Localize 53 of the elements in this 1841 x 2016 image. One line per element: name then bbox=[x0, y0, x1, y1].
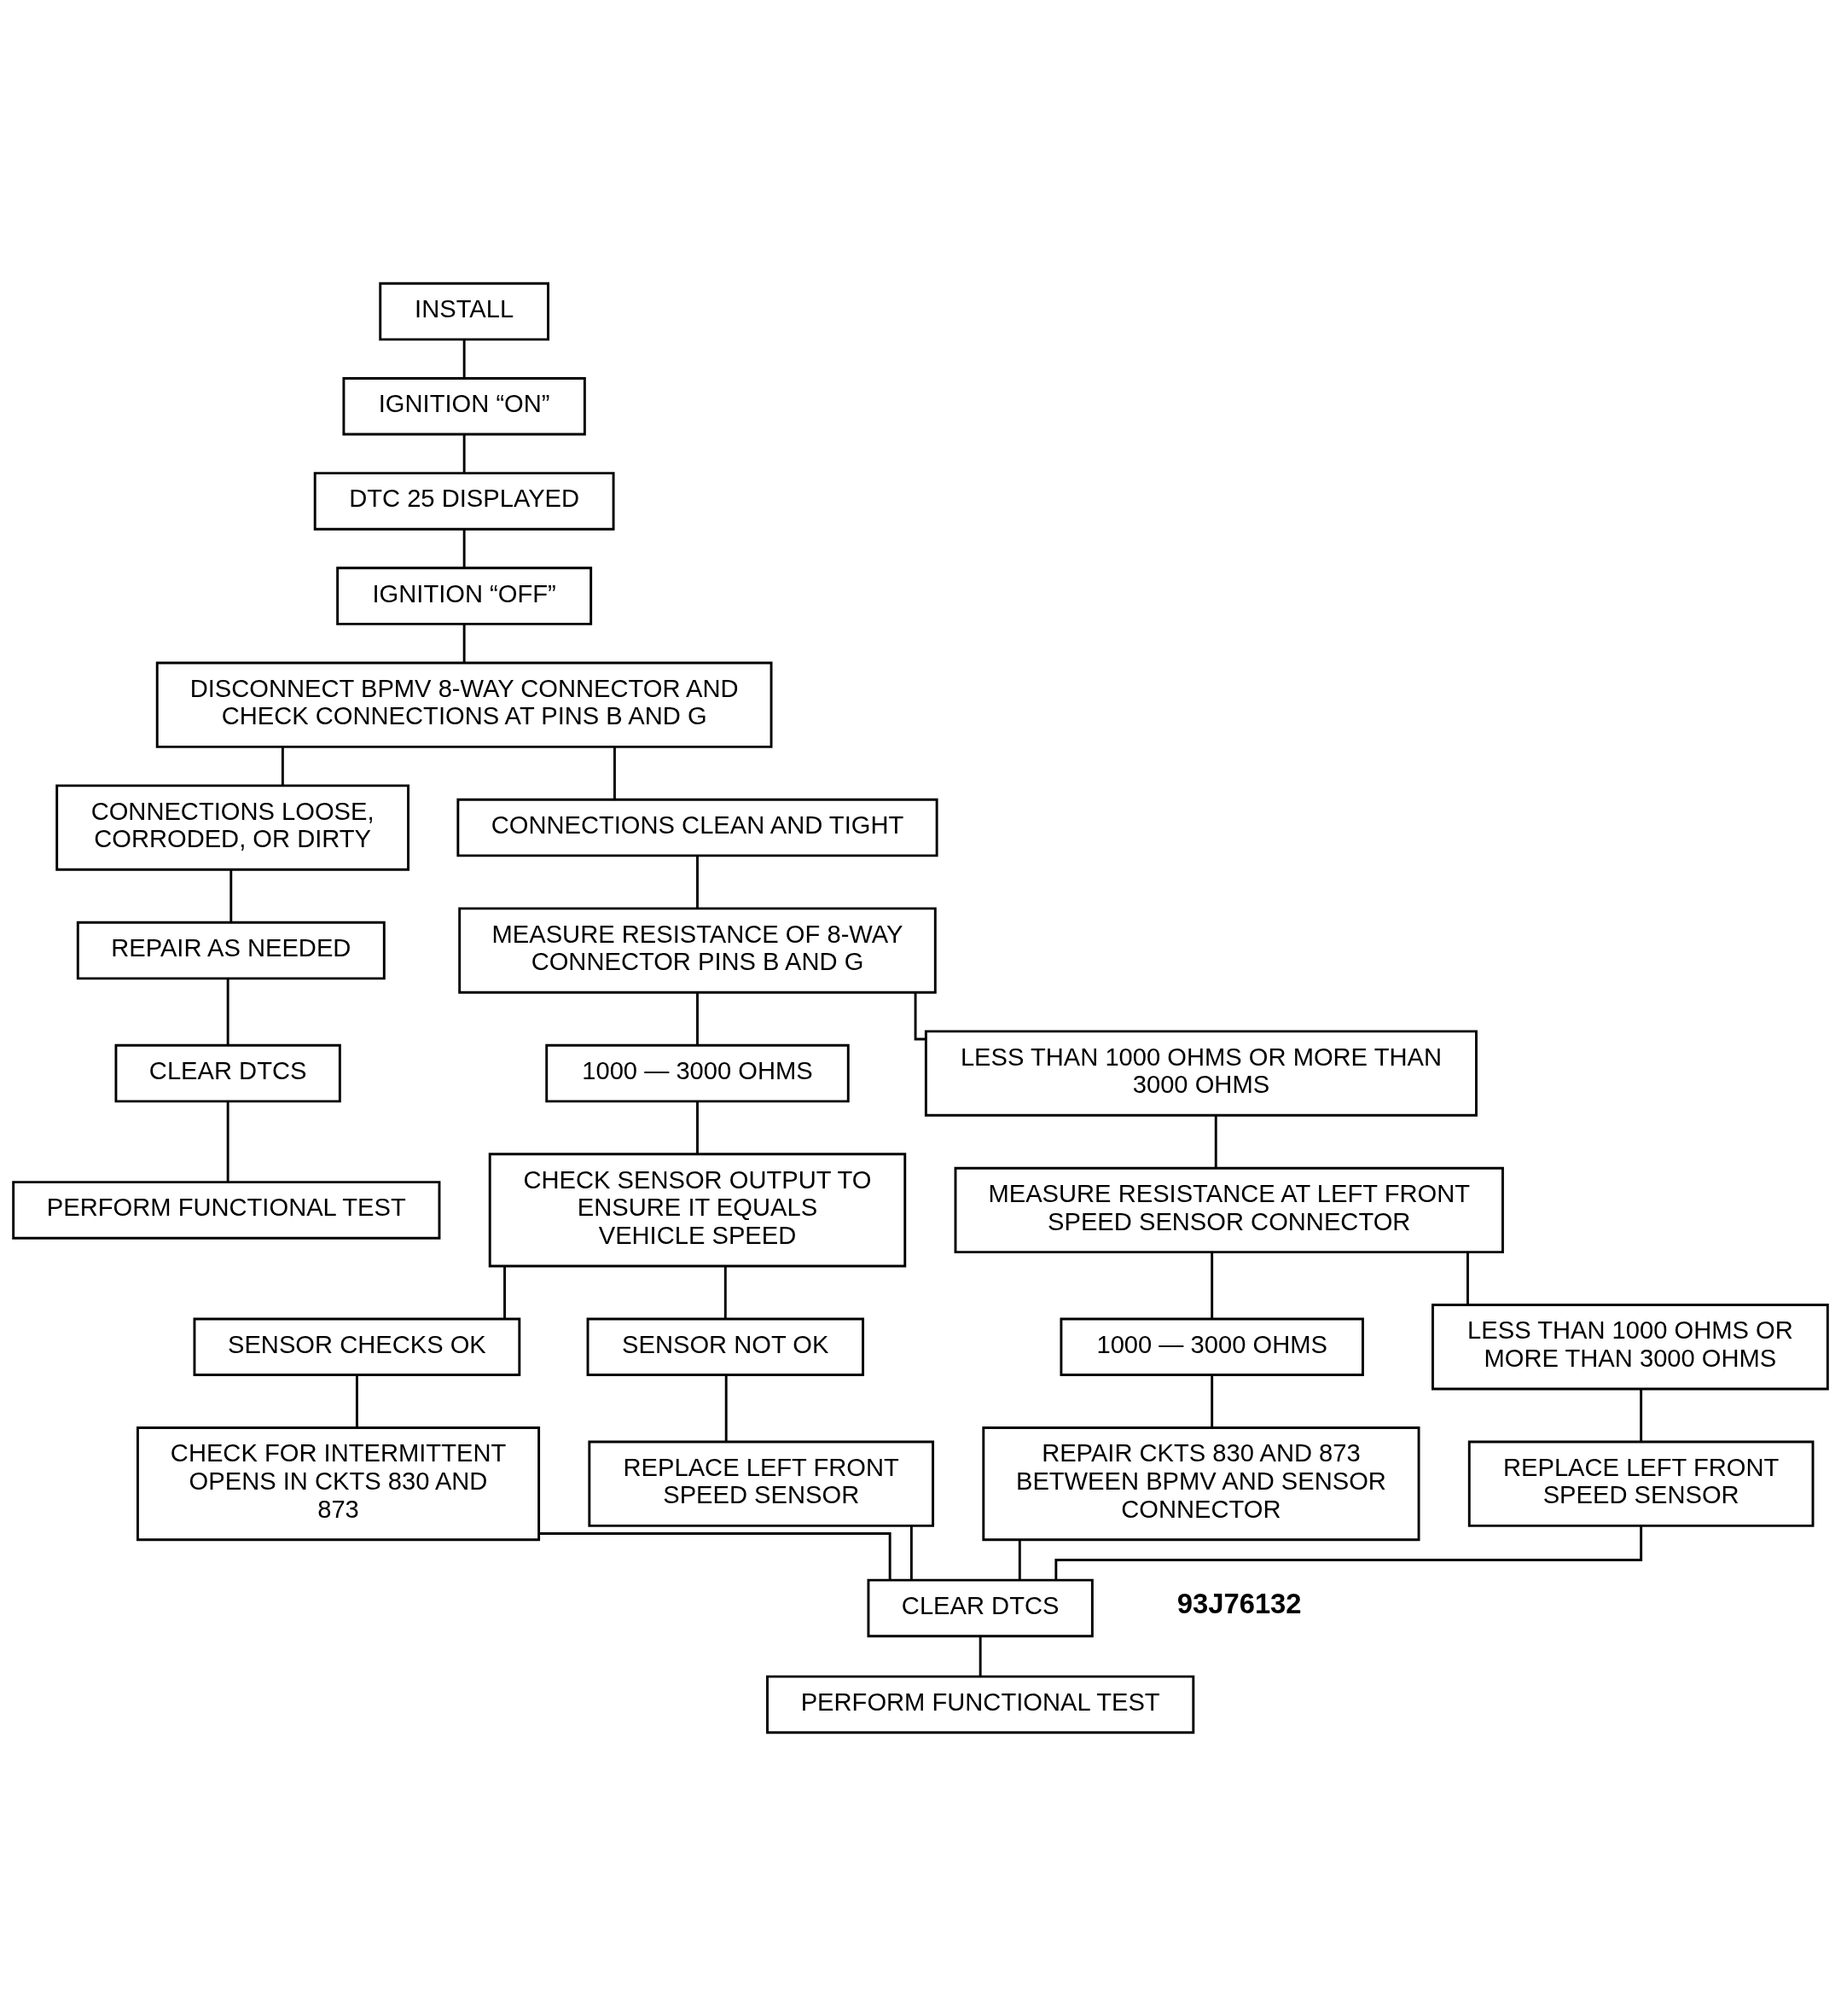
node-box: INSTALL bbox=[379, 282, 549, 341]
node-box: LESS THAN 1000 OHMS OR MORE THAN 3000 OHMS bbox=[1432, 1304, 1829, 1391]
connector bbox=[503, 1266, 506, 1319]
connector bbox=[914, 992, 926, 1041]
connector bbox=[724, 1375, 728, 1442]
connector bbox=[226, 979, 229, 1045]
node-box: LESS THAN 1000 OHMS OR MORE THAN 3000 OHMS bbox=[924, 1030, 1478, 1117]
node-box: IGNITION “ON” bbox=[342, 377, 586, 436]
node-box: CONNECTIONS LOOSE, CORRODED, OR DIRTY bbox=[55, 784, 409, 871]
node-box: CLEAR DTCS bbox=[867, 1578, 1094, 1638]
node-box: 1000 — 3000 OHMS bbox=[545, 1043, 850, 1103]
connector bbox=[696, 1101, 699, 1154]
connector bbox=[1640, 1389, 1643, 1442]
node-box: DTC 25 DISPLAYED bbox=[313, 472, 615, 531]
node-box: PERFORM FUNCTIONAL TEST bbox=[766, 1675, 1195, 1734]
node-box: MEASURE RESISTANCE OF 8-WAY CONNECTOR PINS B AND G bbox=[458, 907, 937, 994]
node-box: MEASURE RESISTANCE AT LEFT FRONT SPEED SENSOR CONNECTOR bbox=[954, 1166, 1504, 1254]
connector bbox=[462, 340, 466, 378]
node-box: REPLACE LEFT FRONT SPEED SENSOR bbox=[1467, 1440, 1815, 1527]
connector bbox=[1054, 1525, 1643, 1581]
node-box: SENSOR CHECKS OK bbox=[193, 1317, 521, 1377]
connector bbox=[909, 1525, 913, 1580]
connector bbox=[462, 624, 466, 663]
connector bbox=[1018, 1540, 1021, 1581]
connector bbox=[979, 1636, 982, 1676]
connector bbox=[355, 1375, 358, 1428]
node-box: PERFORM FUNCTIONAL TEST bbox=[12, 1181, 441, 1240]
connector bbox=[696, 856, 699, 909]
node-box: DISCONNECT BPMV 8-WAY CONNECTOR AND CHECK CONNECTIONS AT PINS B AND G bbox=[155, 661, 773, 748]
node-box: 1000 — 3000 OHMS bbox=[1060, 1317, 1364, 1377]
node-box: CHECK SENSOR OUTPUT TO ENSURE IT EQUALS VEHICLE SPEED bbox=[488, 1153, 907, 1268]
connector bbox=[1214, 1115, 1217, 1169]
connector bbox=[229, 869, 233, 922]
node-box: IGNITION “OFF” bbox=[336, 566, 593, 625]
connector bbox=[1466, 1252, 1469, 1305]
connector bbox=[281, 747, 284, 786]
node-box: REPAIR CKTS 830 AND 873 BETWEEN BPMV AND SENSOR CONNECTOR bbox=[982, 1426, 1420, 1542]
connector bbox=[1211, 1375, 1214, 1428]
connector bbox=[462, 434, 466, 473]
label: 93J76132 bbox=[1176, 1588, 1302, 1620]
node-box: REPAIR AS NEEDED bbox=[76, 921, 386, 980]
node-box: CHECK FOR INTERMITTENT OPENS IN CKTS 830 AND 873 bbox=[136, 1426, 541, 1542]
connector bbox=[696, 992, 699, 1045]
connector bbox=[613, 747, 616, 799]
node-box: REPLACE LEFT FRONT SPEED SENSOR bbox=[588, 1440, 935, 1527]
connector bbox=[462, 529, 466, 568]
connector bbox=[723, 1266, 727, 1319]
node-box: SENSOR NOT OK bbox=[586, 1317, 865, 1377]
connector bbox=[226, 1101, 229, 1182]
node-box: CONNECTIONS CLEAN AND TIGHT bbox=[456, 798, 938, 857]
connector bbox=[1211, 1252, 1214, 1319]
node-box: CLEAR DTCS bbox=[114, 1043, 341, 1103]
connector bbox=[538, 1532, 891, 1580]
